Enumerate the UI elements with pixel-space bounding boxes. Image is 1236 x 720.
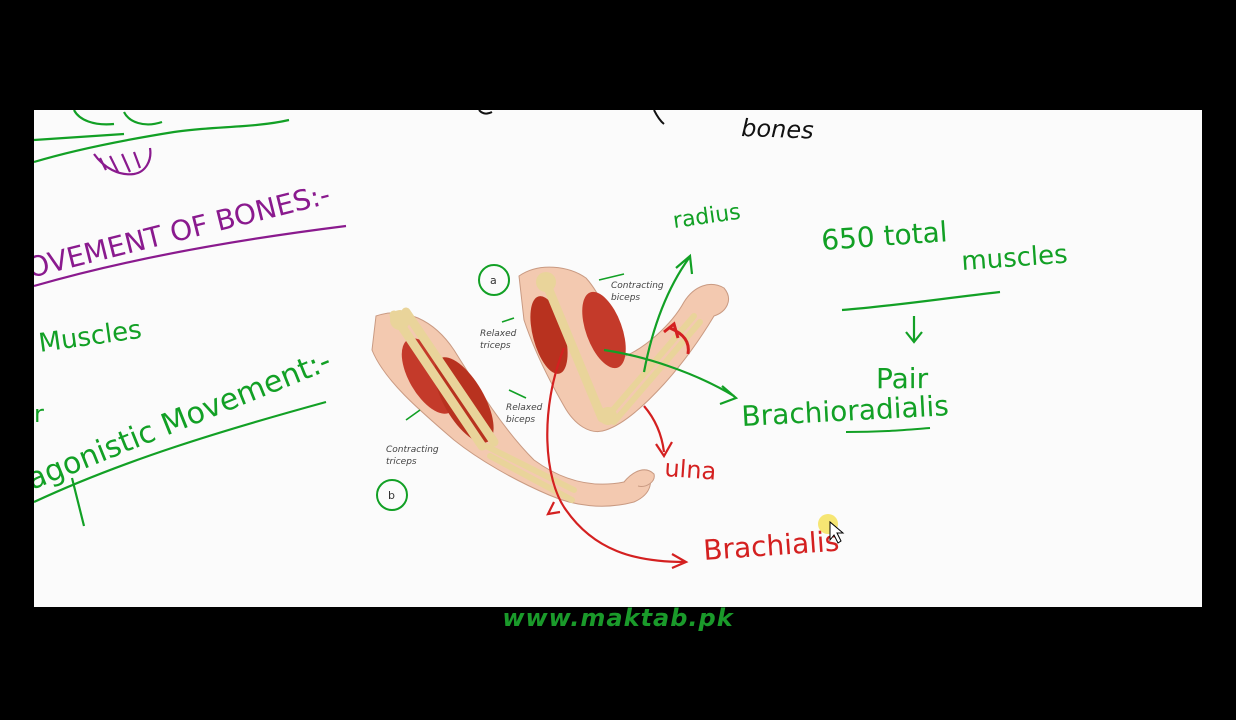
- note-brachioradialis: Brachioradialis: [741, 389, 950, 433]
- humerus-a: [539, 273, 607, 423]
- note-ulna: ulna: [664, 454, 718, 486]
- note-left-fragment: r: [34, 400, 44, 428]
- label-contracting-biceps-2: biceps: [611, 293, 640, 303]
- brachialis-arrow-tail: [546, 501, 561, 516]
- note-antagonistic: agonistic Movement:-: [34, 343, 336, 497]
- label-ticks: [405, 273, 625, 421]
- top-left-sketch: [34, 110, 290, 176]
- radius-arrow: [642, 253, 694, 373]
- forearm-bones-b: [483, 443, 577, 503]
- ulna-arrow: [643, 405, 673, 459]
- label-contracting-triceps-2: triceps: [386, 457, 417, 467]
- brachialis-arrow: [546, 347, 689, 570]
- note-pair: Pair: [876, 362, 929, 395]
- label-relaxed-biceps-2: biceps: [506, 415, 535, 425]
- pair-arrow: [905, 316, 923, 344]
- whiteboard: bones OVEMENT OF BONES:- Muscles r agoni…: [34, 110, 1202, 607]
- label-b-circle: [376, 479, 408, 511]
- note-total2: muscles: [960, 240, 1068, 277]
- total-divider: [841, 290, 1001, 312]
- top-fragments: [478, 110, 665, 125]
- label-relaxed-biceps-1: Relaxed: [506, 403, 543, 413]
- humerus-b: [389, 307, 499, 451]
- note-muscles: Muscles: [37, 315, 144, 359]
- antagonistic-mark: [70, 477, 86, 527]
- brachioradialis-underline: [845, 427, 931, 433]
- label-b: b: [388, 489, 395, 502]
- note-bones: bones: [741, 114, 814, 145]
- label-relaxed-triceps-2: triceps: [480, 341, 511, 351]
- arm-b: [371, 307, 655, 507]
- brachioradialis-arrow: [603, 348, 739, 406]
- heading-underline: [34, 224, 347, 288]
- label-contracting-triceps-1: Contracting: [386, 445, 439, 455]
- label-a-circle: [478, 264, 510, 296]
- pointer-cursor: [818, 514, 845, 544]
- label-relaxed-triceps-1: Relaxed: [480, 329, 517, 339]
- arm-a: [518, 266, 729, 432]
- note-heading: OVEMENT OF BONES:-: [34, 178, 333, 285]
- note-radius: radius: [671, 200, 742, 234]
- note-brachialis: Brachialis: [702, 525, 840, 567]
- red-rotation-mark: [663, 321, 690, 355]
- footer-watermark: www.maktab.pk: [502, 604, 734, 632]
- antagonistic-underline: [34, 400, 327, 503]
- label-contracting-biceps-1: Contracting: [611, 281, 664, 291]
- whiteboard-drawing: bones OVEMENT OF BONES:- Muscles r agoni…: [34, 110, 1069, 570]
- contracting-biceps-muscle: [582, 291, 626, 369]
- label-a: a: [490, 274, 497, 287]
- note-total: 650 total: [820, 215, 948, 257]
